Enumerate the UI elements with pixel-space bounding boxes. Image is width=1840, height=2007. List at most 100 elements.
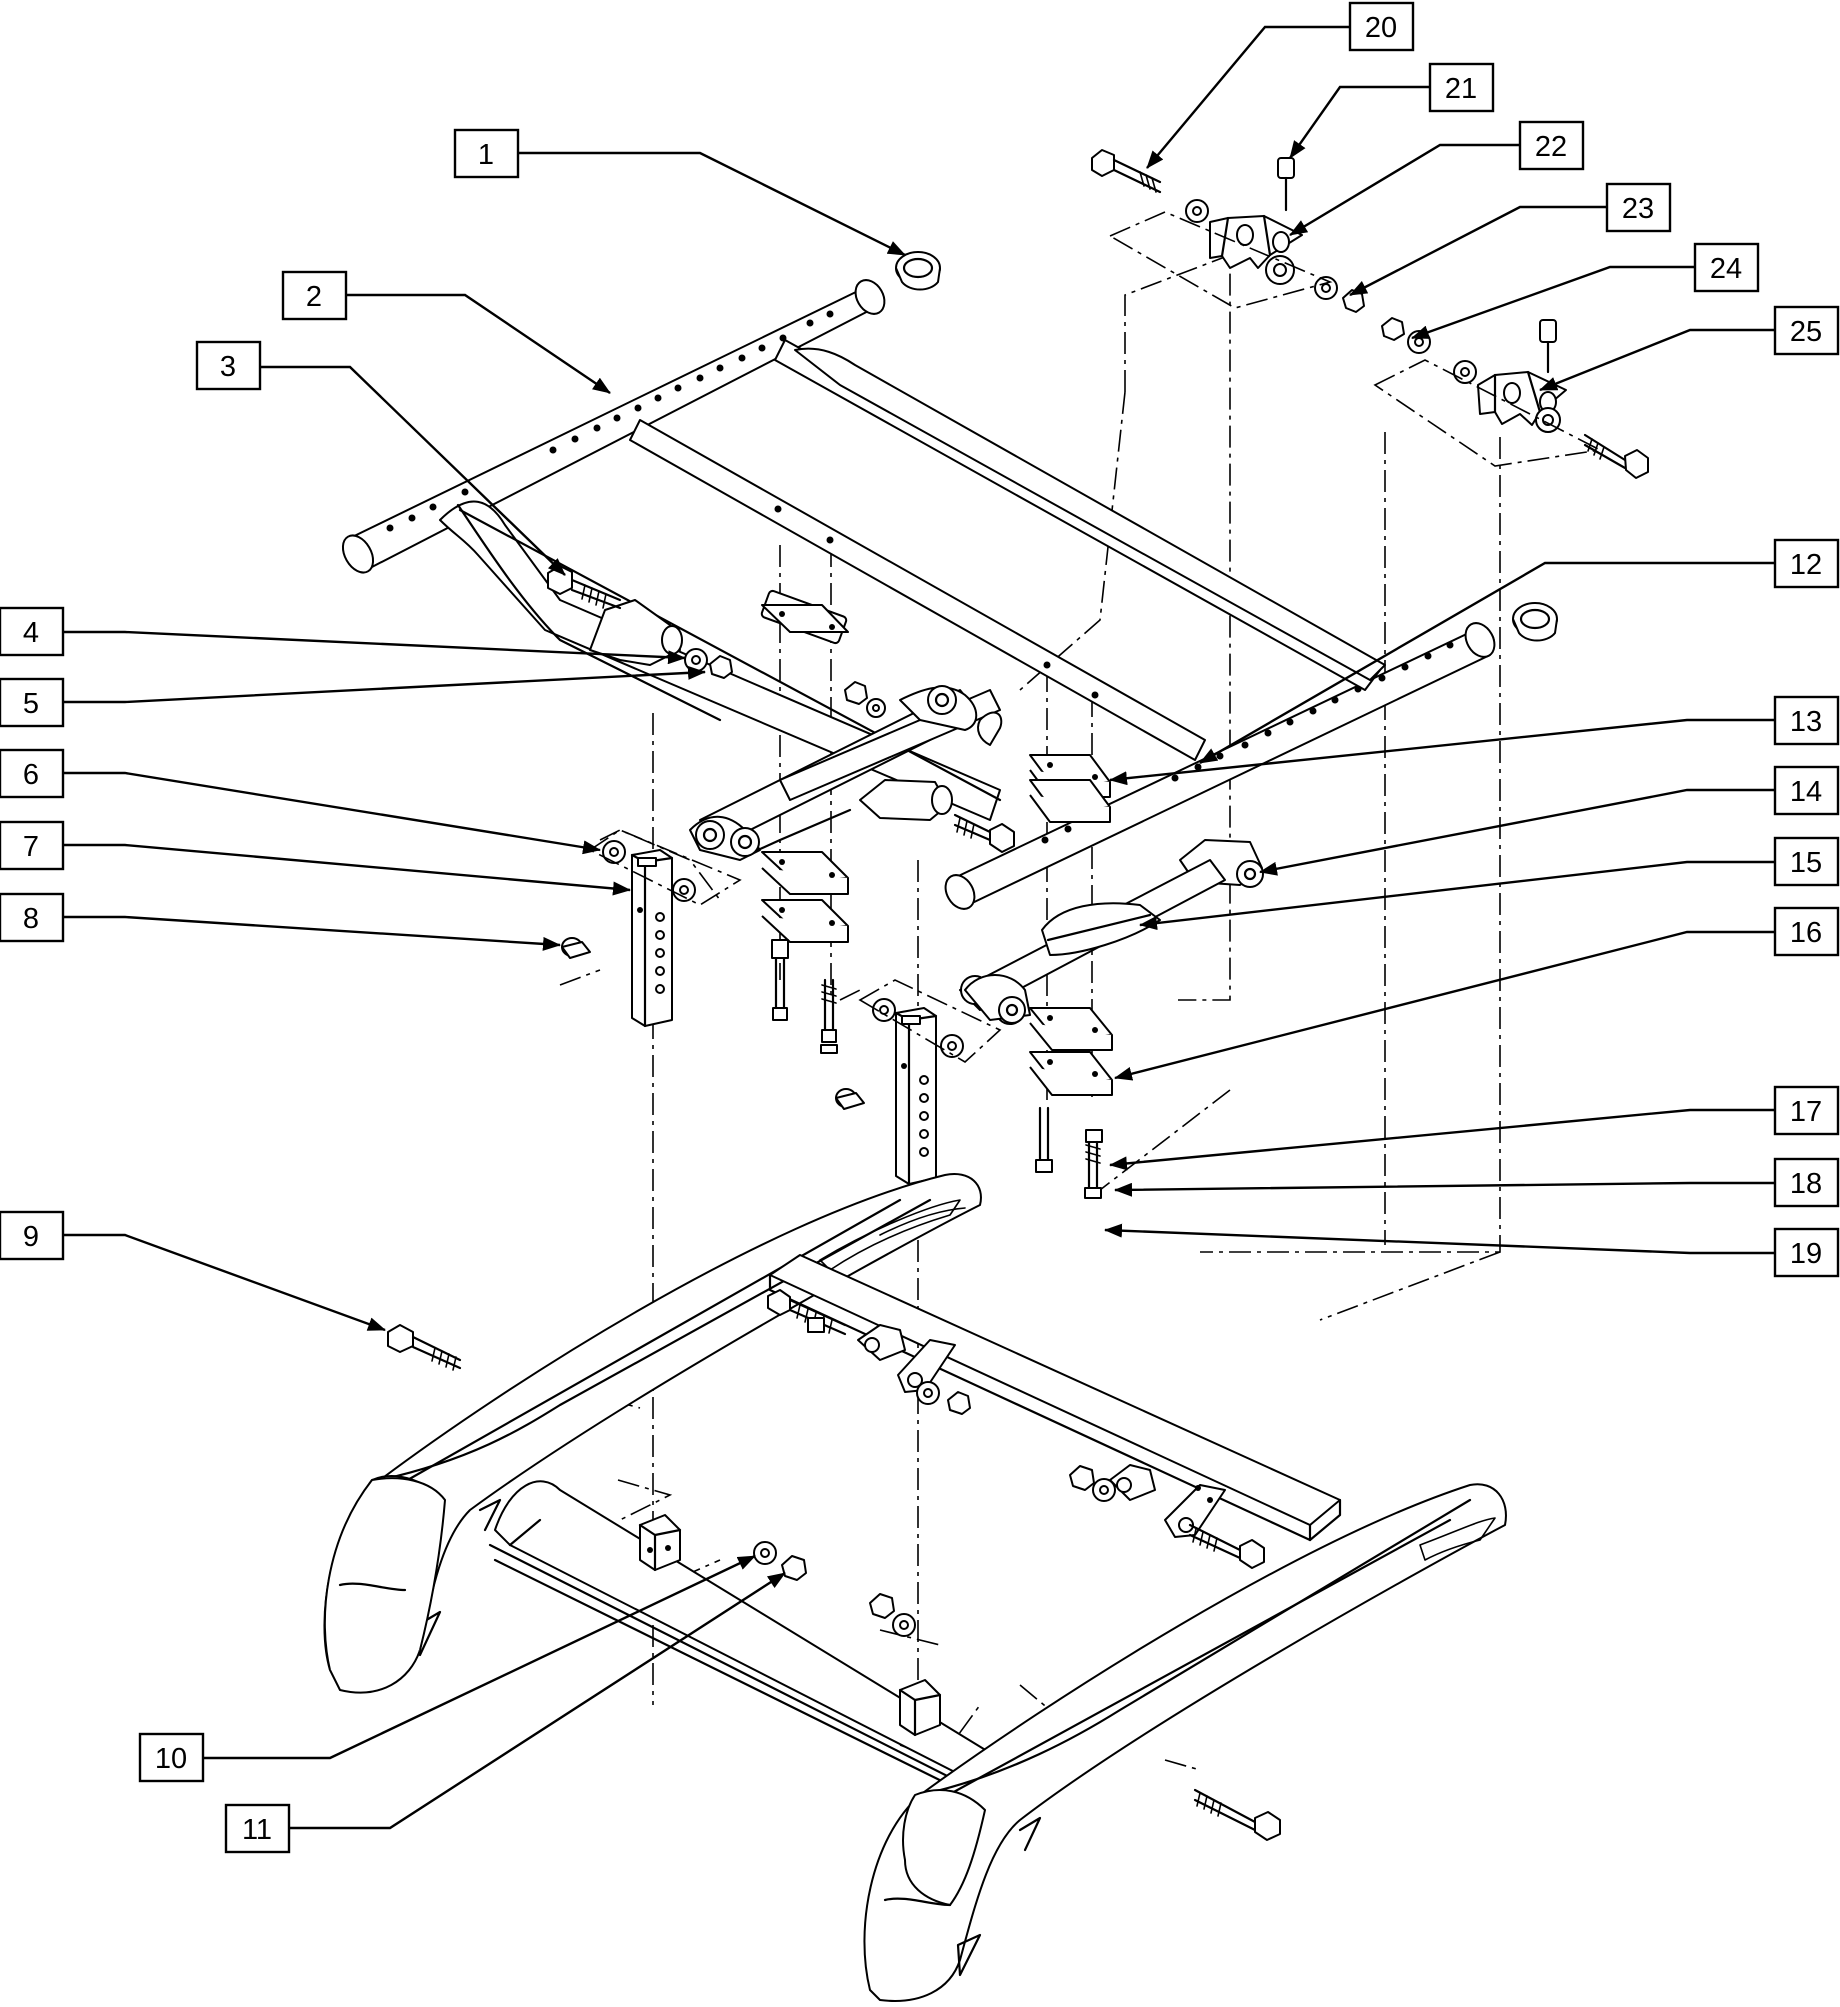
callout-label: 14 — [1790, 776, 1822, 808]
callout-label: 7 — [23, 831, 39, 863]
clamp-plates-right — [1029, 754, 1113, 1096]
bolts-right-vertical — [1035, 1106, 1103, 1199]
nut-5 — [709, 655, 733, 679]
callout-label: 3 — [220, 351, 236, 383]
leader-19 — [1104, 1223, 1775, 1255]
rear-mount-brackets — [857, 1324, 1226, 1538]
callout-5[interactable]: 5 — [0, 677, 65, 728]
callout-label: 25 — [1790, 316, 1822, 348]
callout-label: 21 — [1445, 73, 1477, 105]
callout-17[interactable]: 17 — [1773, 1085, 1840, 1136]
callout-9[interactable]: 9 — [0, 1210, 65, 1261]
end-cap-1 — [895, 251, 941, 291]
leader-11 — [290, 1571, 786, 1830]
bolts-left-vertical — [771, 939, 838, 1054]
callout-19[interactable]: 19 — [1773, 1227, 1840, 1278]
leader-12 — [1199, 561, 1775, 765]
right-linkage — [959, 839, 1264, 1025]
callout-label: 18 — [1790, 1168, 1822, 1200]
bracket-top-left — [1209, 214, 1303, 269]
post-left — [630, 849, 674, 1028]
callout-label: 6 — [23, 759, 39, 791]
leader-10 — [187, 1554, 756, 1760]
leader-3 — [260, 365, 566, 576]
callout-1[interactable]: 1 — [453, 128, 520, 179]
callout-12[interactable]: 12 — [1773, 538, 1840, 589]
bolt-right-top — [1583, 433, 1649, 479]
end-cap-right — [1512, 602, 1558, 642]
leader-13 — [1109, 718, 1775, 786]
callout-14[interactable]: 14 — [1773, 765, 1840, 816]
callout-label: 4 — [23, 617, 39, 649]
callout-label: 24 — [1710, 253, 1742, 285]
bolt-9 — [387, 1324, 462, 1371]
callout-11[interactable]: 11 — [224, 1803, 291, 1854]
bolt-19 — [1188, 1523, 1265, 1569]
callout-3[interactable]: 3 — [195, 340, 262, 391]
callout-label: 5 — [23, 688, 39, 720]
leader-lines — [63, 25, 1775, 1830]
callout-label: 19 — [1790, 1238, 1822, 1270]
callout-label: 16 — [1790, 917, 1822, 949]
leader-7 — [63, 843, 631, 896]
callout-6[interactable]: 6 — [0, 748, 65, 799]
nut-top-right — [1381, 317, 1405, 341]
callout-4[interactable]: 4 — [0, 606, 65, 657]
callout-label: 13 — [1790, 706, 1822, 738]
leader-25 — [1539, 328, 1775, 392]
callout-label: 22 — [1535, 131, 1567, 163]
leader-14 — [1259, 788, 1775, 876]
callout-10[interactable]: 10 — [138, 1732, 205, 1783]
upper-seat-frame — [341, 279, 1496, 910]
callout-label: 1 — [478, 139, 494, 171]
callout-20[interactable]: 20 — [1348, 1, 1415, 52]
bolt-left-top — [1091, 149, 1162, 194]
callout-label: 2 — [306, 281, 322, 313]
callout-7[interactable]: 7 — [0, 820, 65, 871]
leader-5 — [63, 665, 706, 704]
callout-label: 9 — [23, 1221, 39, 1253]
callout-23[interactable]: 23 — [1605, 182, 1672, 233]
leader-4 — [63, 630, 686, 665]
leader-18 — [1114, 1181, 1775, 1197]
callout-13[interactable]: 13 — [1773, 695, 1840, 746]
callout-boxes: 1 2 3 4 5 6 7 8 9 10 11 12 13 14 15 16 1… — [0, 1, 1840, 1854]
callout-16[interactable]: 16 — [1773, 906, 1840, 957]
leader-2 — [335, 293, 611, 394]
callout-label: 10 — [155, 1743, 187, 1775]
back-tube-holes — [386, 310, 834, 532]
leader-17 — [1109, 1108, 1775, 1171]
callout-25[interactable]: 25 — [1773, 305, 1840, 356]
callout-label: 23 — [1622, 193, 1654, 225]
nut-11 — [781, 1555, 807, 1581]
callout-18[interactable]: 18 — [1773, 1157, 1840, 1208]
callout-8[interactable]: 8 — [0, 892, 65, 943]
leader-15 — [1139, 860, 1775, 931]
leader-23 — [1349, 205, 1607, 297]
leader-9 — [63, 1233, 386, 1332]
callout-2[interactable]: 2 — [281, 270, 348, 321]
callout-label: 11 — [242, 1814, 272, 1846]
callout-label: 17 — [1790, 1096, 1822, 1128]
clamp-plates-left — [761, 604, 849, 943]
bolt-front-right — [1193, 1788, 1281, 1841]
top-hardware-group — [1091, 149, 1649, 479]
callout-label: 8 — [23, 903, 39, 935]
leader-21 — [1289, 85, 1430, 159]
leader-24 — [1411, 265, 1695, 340]
callout-24[interactable]: 24 — [1693, 242, 1760, 293]
nut-17 — [1069, 1465, 1095, 1491]
callout-15[interactable]: 15 — [1773, 836, 1840, 887]
base-frame — [323, 1173, 1507, 2002]
leader-6 — [63, 771, 601, 855]
callout-21[interactable]: 21 — [1428, 62, 1495, 113]
callout-22[interactable]: 22 — [1518, 120, 1585, 171]
leader-1 — [518, 151, 906, 257]
seat-bracket-left — [589, 599, 683, 666]
leader-20 — [1146, 25, 1350, 169]
callout-label: 15 — [1790, 847, 1822, 879]
leader-16 — [1114, 930, 1775, 1081]
screw-top-left — [1277, 157, 1295, 212]
bolt-3 — [547, 565, 622, 610]
